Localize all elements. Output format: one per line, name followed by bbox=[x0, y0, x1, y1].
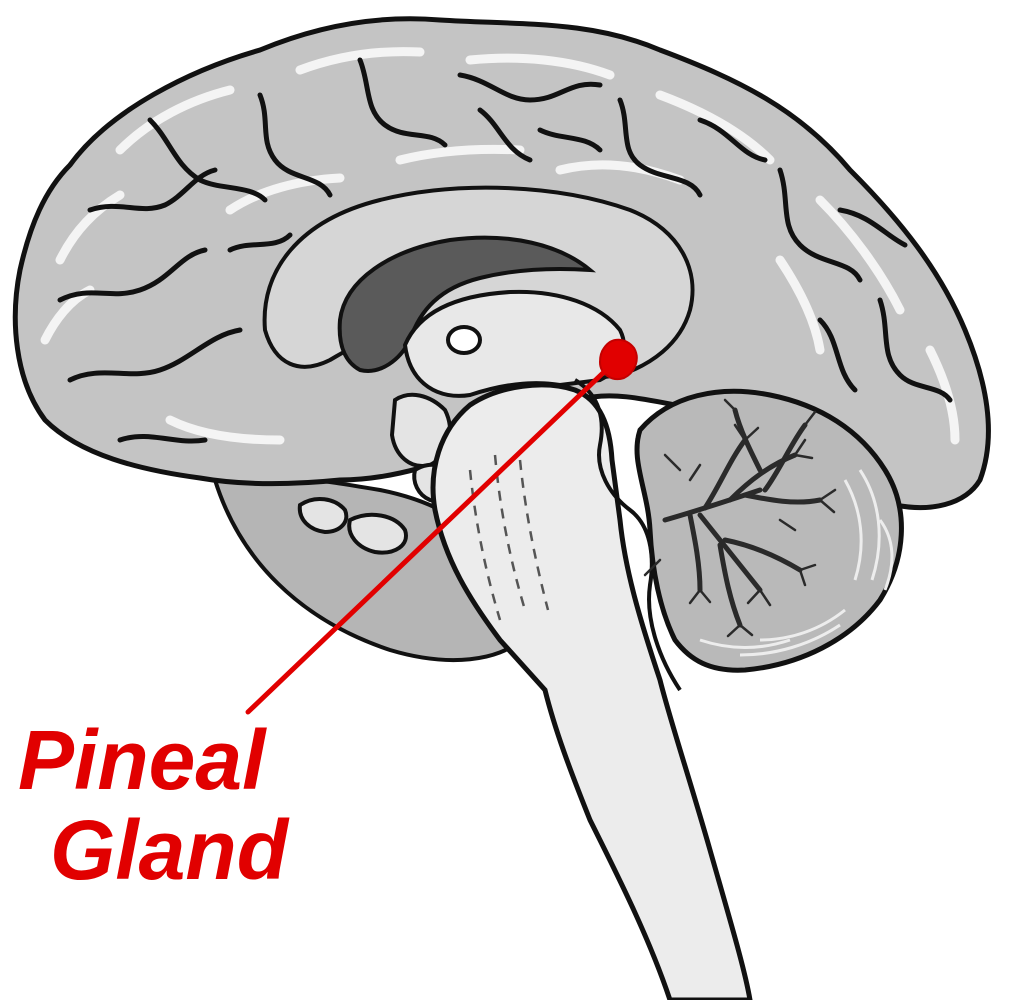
brainstem bbox=[430, 382, 753, 1000]
interthalamic-adhesion bbox=[446, 325, 482, 355]
cerebellum bbox=[634, 388, 904, 673]
pineal-gland bbox=[598, 338, 638, 380]
optic-chiasm bbox=[297, 497, 349, 535]
fourth-ventricle-edge bbox=[573, 378, 682, 692]
label-gland: Gland bbox=[50, 803, 289, 897]
pituitary bbox=[347, 512, 408, 555]
cerebellum-folia bbox=[699, 469, 894, 657]
label-pineal: Pineal bbox=[18, 713, 266, 807]
sulci bbox=[57, 57, 953, 444]
arbor-vitae bbox=[662, 407, 823, 628]
arbor-vitae-twigs bbox=[643, 398, 837, 638]
pointer-line bbox=[245, 369, 607, 715]
gyri-highlights bbox=[40, 47, 960, 445]
lateral-ventricle bbox=[337, 235, 597, 373]
